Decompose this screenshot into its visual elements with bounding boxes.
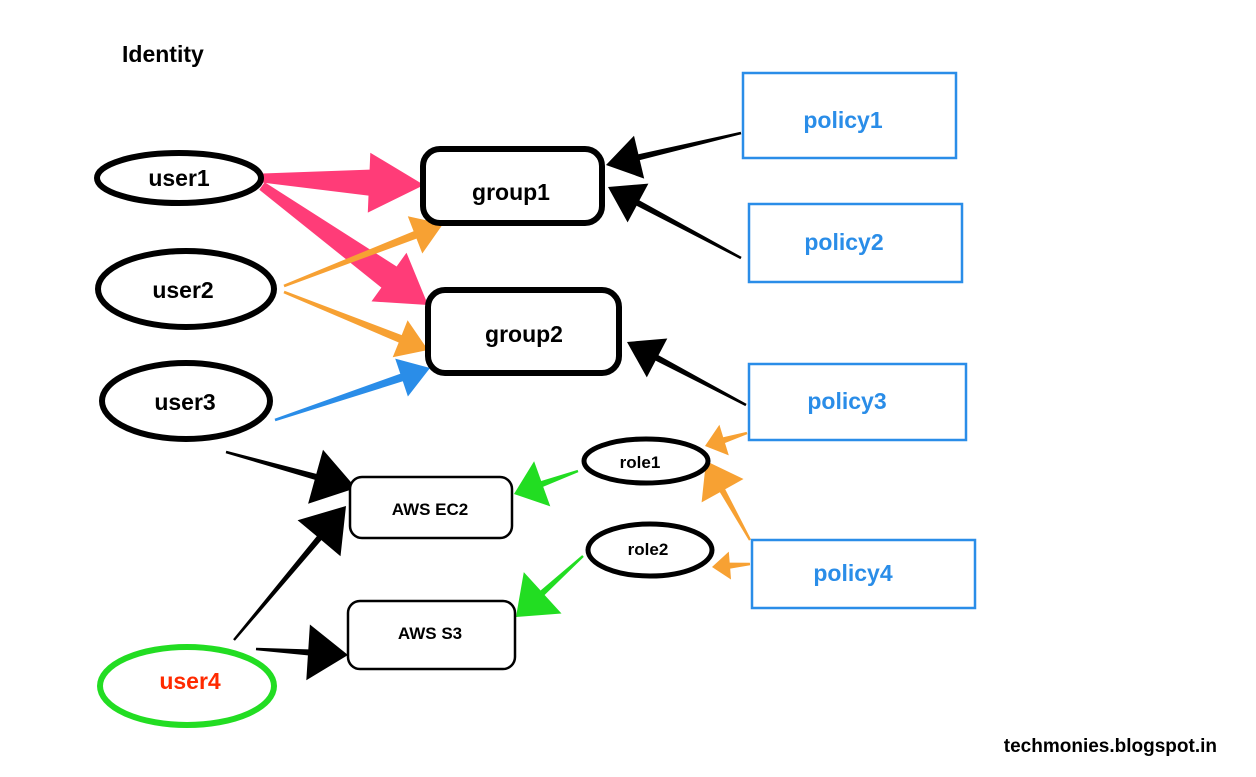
policy1-node[interactable]: policy1 <box>741 71 958 160</box>
user2-node[interactable]: user2 <box>95 248 277 330</box>
group1-node[interactable]: group1 <box>420 146 605 226</box>
role1-node[interactable]: role1 <box>581 436 711 486</box>
policy4-label: policy4 <box>813 560 892 586</box>
arrow-policy2-to-group1 <box>608 183 742 260</box>
group1-label: group1 <box>472 179 550 205</box>
arrow-user4-to-ec2 <box>233 506 346 641</box>
arrow-user1-to-group2 <box>259 182 428 305</box>
policy3-label: policy3 <box>807 388 886 414</box>
ec2-node[interactable]: AWS EC2 <box>348 475 514 540</box>
arrow-role1-to-ec2 <box>514 461 579 507</box>
role2-node[interactable]: role2 <box>585 521 715 579</box>
arrow-policy1-to-group1 <box>606 131 742 179</box>
ec2-label: AWS EC2 <box>392 500 469 519</box>
arrow-policy3-to-role1 <box>705 424 748 456</box>
arrow-user3-to-ec2 <box>225 449 356 504</box>
user4-label: user4 <box>159 668 221 694</box>
policy4-node[interactable]: policy4 <box>750 538 977 610</box>
user1-node[interactable]: user1 <box>94 150 264 206</box>
arrow-policy4-to-role1 <box>701 461 751 541</box>
diagram-title: Identity <box>122 41 204 67</box>
policy2-node[interactable]: policy2 <box>747 202 964 284</box>
s3-label: AWS S3 <box>398 624 462 643</box>
arrow-user3-to-group2 <box>274 358 430 422</box>
arrow-user1-to-group1 <box>261 152 424 213</box>
user3-label: user3 <box>154 389 215 415</box>
policy2-label: policy2 <box>804 229 883 255</box>
group2-node[interactable]: group2 <box>425 287 622 376</box>
user1-label: user1 <box>148 165 210 191</box>
watermark-text: techmonies.blogspot.in <box>1004 736 1217 757</box>
user2-label: user2 <box>152 277 213 303</box>
group2-label: group2 <box>485 321 563 347</box>
arrow-policy3-to-group2 <box>627 338 747 407</box>
role2-label: role2 <box>628 540 669 559</box>
user4-node[interactable]: user4 <box>97 644 277 728</box>
edges-layer <box>225 131 751 681</box>
arrow-user2-to-group1 <box>283 216 443 288</box>
role1-label: role1 <box>620 453 661 472</box>
user3-node[interactable]: user3 <box>99 360 273 442</box>
arrow-user2-to-group2 <box>283 290 428 358</box>
arrow-role2-to-s3 <box>516 555 584 617</box>
policy1-label: policy1 <box>803 107 882 133</box>
s3-node[interactable]: AWS S3 <box>346 599 517 671</box>
arrow-policy4-to-role2 <box>712 551 751 580</box>
arrow-user4-to-s3 <box>255 624 348 681</box>
policy3-node[interactable]: policy3 <box>747 362 968 442</box>
